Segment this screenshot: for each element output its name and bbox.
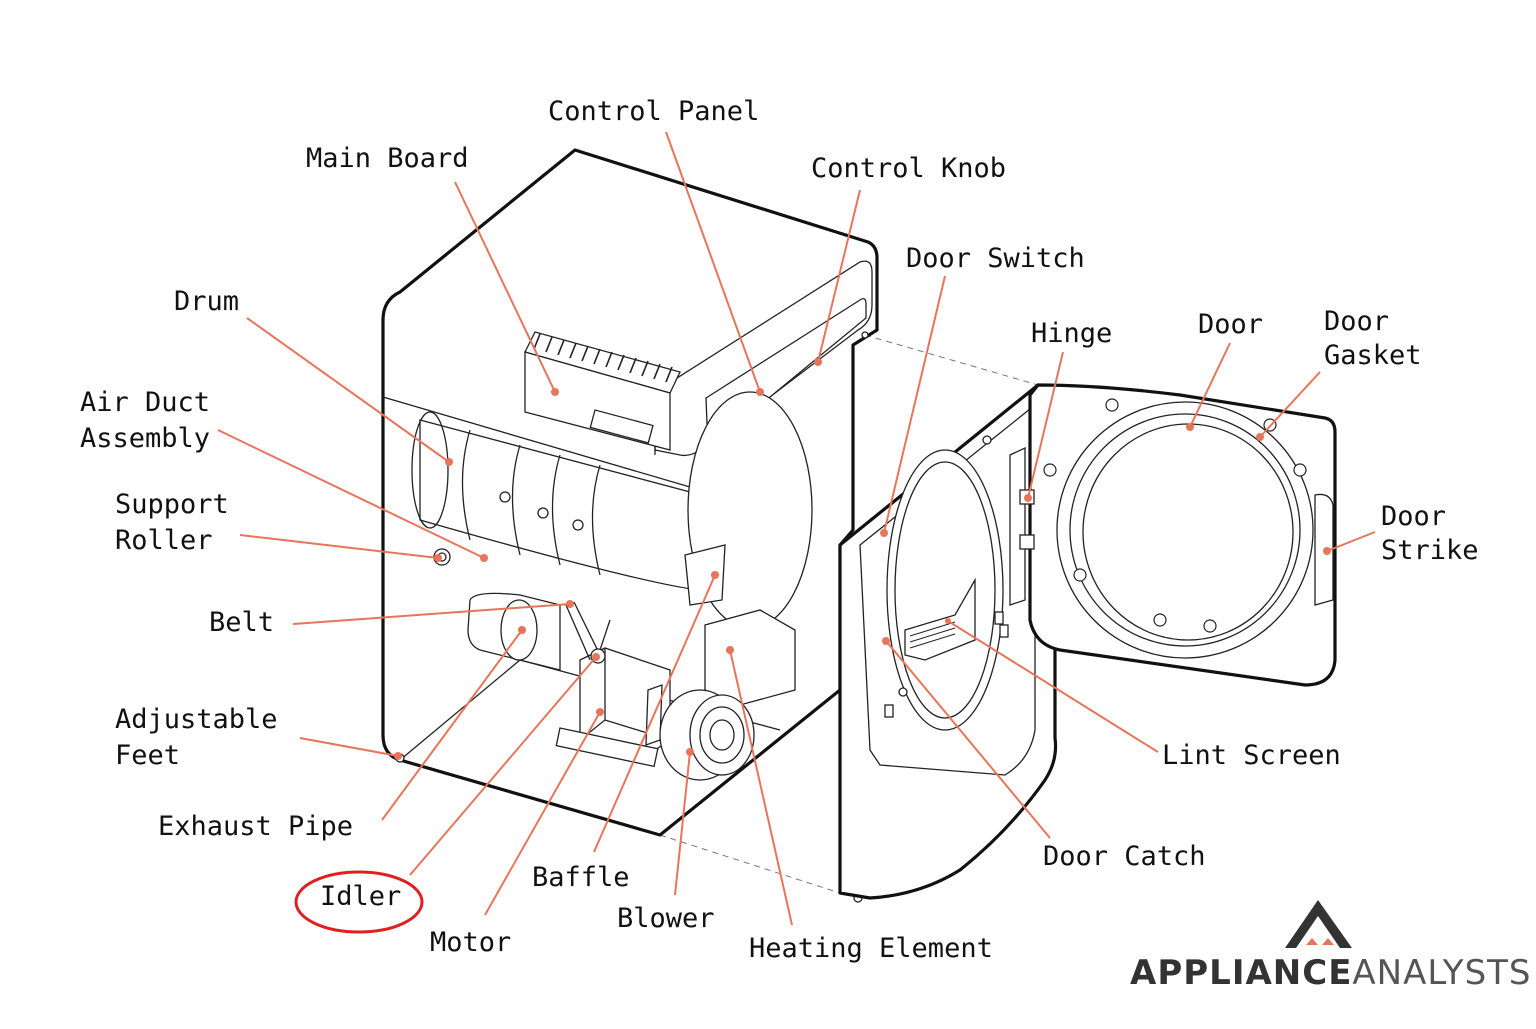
label-adjustable-feet-line1: Adjustable [115,704,278,735]
label-exhaust-pipe: Exhaust Pipe [158,811,353,842]
label-door-strike-line1: Door [1381,501,1446,532]
appliance-analysts-logo: APPLIANCEANALYSTS [1130,900,1532,993]
label-blower: Blower [617,903,715,934]
label-belt: Belt [209,607,274,638]
label-motor: Motor [430,927,511,958]
logo-mark-icon [1285,900,1352,948]
label-main-board: Main Board [306,143,469,174]
label-door-strike-line2: Strike [1381,535,1479,566]
door [1009,383,1337,687]
label-control-panel: Control Panel [548,96,759,127]
label-door: Door [1198,309,1263,340]
label-drum: Drum [174,286,239,317]
dryer-cabinet [381,148,879,903]
logo-text-light: ANALYSTS [1352,953,1531,993]
label-lint-screen: Lint Screen [1162,740,1341,771]
idler-highlight-circle [294,870,424,934]
logo-text-bold: APPLIANCE [1130,953,1352,993]
label-door-catch: Door Catch [1043,841,1206,872]
part-labels: Control Panel Main Board Control Knob Do… [80,96,1479,964]
label-door-gasket-line1: Door [1324,306,1389,337]
label-air-duct-line1: Air Duct [80,387,210,418]
label-adjustable-feet-line2: Feet [115,740,180,771]
label-air-duct-line2: Assembly [80,423,210,454]
label-door-gasket-line2: Gasket [1324,340,1422,371]
label-control-knob: Control Knob [811,153,1006,184]
svg-text:APPLIANCEANALYSTS: APPLIANCEANALYSTS [1130,953,1532,993]
label-heating-element: Heating Element [749,933,993,964]
label-idler: Idler [320,881,401,912]
label-support-roller-line2: Roller [115,525,213,556]
label-support-roller-line1: Support [115,489,229,520]
label-door-switch: Door Switch [906,243,1085,274]
front-panel [838,383,1058,900]
leader-lines [217,131,1376,926]
label-hinge: Hinge [1031,318,1112,349]
label-baffle: Baffle [532,862,630,893]
